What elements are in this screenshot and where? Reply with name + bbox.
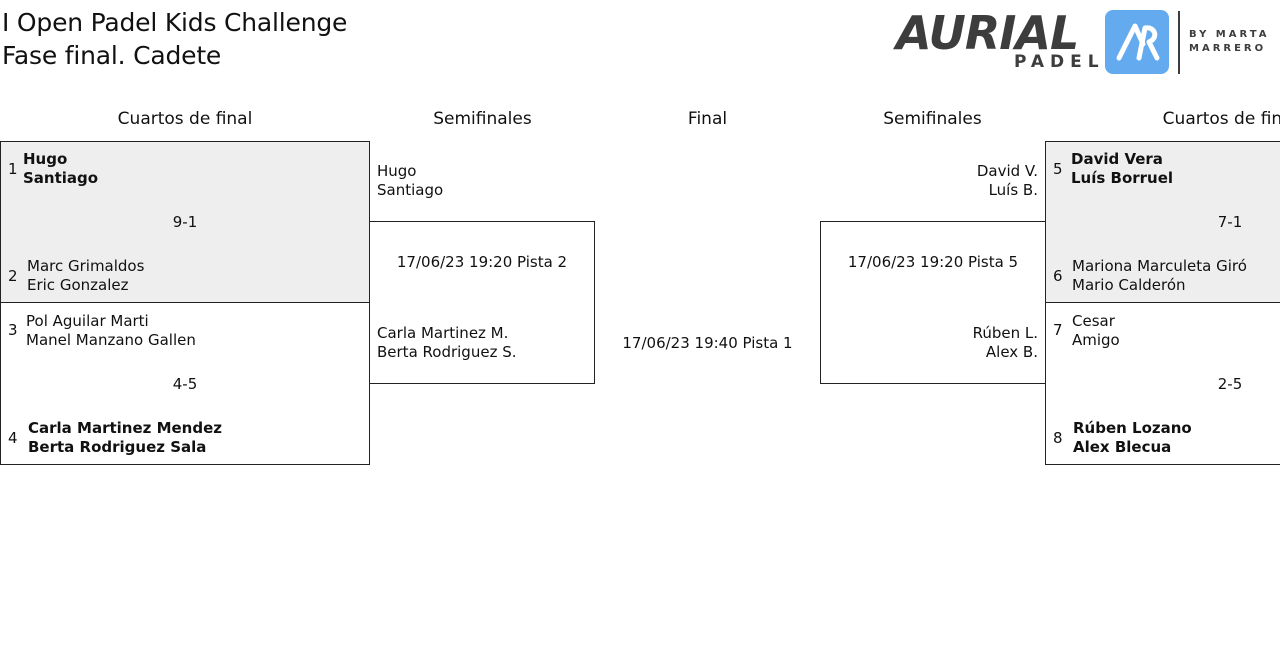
final-schedule: 17/06/23 19:40 Pista 1 bbox=[622, 334, 793, 352]
player-name: David Vera bbox=[1071, 150, 1163, 168]
logo-byline: BY MARTA MARRERO bbox=[1189, 28, 1270, 56]
player-name: Cesar bbox=[1072, 312, 1115, 330]
round-label-left-sf: Semifinales bbox=[433, 109, 532, 129]
logo-byline-2: MARRERO bbox=[1189, 43, 1267, 54]
seed-number: 5 bbox=[1053, 160, 1063, 178]
player-name: Carla Martinez Mendez bbox=[28, 419, 222, 437]
player-name: Carla Martinez M. bbox=[377, 324, 509, 342]
player-name: Berta Rodriguez S. bbox=[377, 343, 517, 361]
player-name: Hugo bbox=[377, 162, 417, 180]
player-name: Rúben Lozano bbox=[1073, 419, 1192, 437]
player-name: Marc Grimaldos bbox=[27, 257, 145, 275]
match-right-sf[interactable]: 17/06/23 19:20 Pista 5 Rúben L. Alex B. bbox=[820, 221, 1046, 384]
seed-number: 3 bbox=[8, 321, 18, 339]
player-name: Eric Gonzalez bbox=[27, 276, 129, 294]
player-name: Santiago bbox=[377, 181, 444, 199]
match-left-qf-1[interactable]: 1 Hugo Santiago 9-1 2 Marc Grimaldos Eri… bbox=[0, 141, 370, 303]
logo-wordmark: AURIAL bbox=[896, 6, 1079, 60]
player-name: Amigo bbox=[1072, 331, 1120, 349]
player-name: Santiago bbox=[23, 169, 99, 187]
match-right-qf-2[interactable]: 7 Cesar Amigo 2-5 8 Rúben Lozano Alex Bl… bbox=[1045, 302, 1280, 465]
match-right-qf-1[interactable]: 5 David Vera Luís Borruel 7-1 6 Mariona … bbox=[1045, 141, 1280, 303]
match-schedule: 17/06/23 19:20 Pista 2 bbox=[396, 253, 568, 271]
round-label-right-sf: Semifinales bbox=[883, 109, 982, 129]
seed-number: 1 bbox=[8, 160, 18, 178]
match-left-qf-2[interactable]: 3 Pol Aguilar Marti Manel Manzano Gallen… bbox=[0, 302, 370, 465]
player-name: Mario Calderón bbox=[1072, 276, 1186, 294]
player-name: Luís Borruel bbox=[1071, 169, 1174, 187]
player-name: Alex B. bbox=[985, 343, 1038, 361]
tournament-title: I Open Padel Kids Challenge bbox=[2, 8, 348, 37]
seed-number: 7 bbox=[1053, 321, 1063, 339]
seed-number: 2 bbox=[8, 267, 18, 285]
player-name: Rúben L. bbox=[972, 324, 1038, 342]
match-score: 7-1 bbox=[1217, 213, 1243, 231]
player-name: Luís B. bbox=[988, 181, 1038, 199]
match-score: 2-5 bbox=[1217, 375, 1243, 393]
match-score: 4-5 bbox=[172, 375, 198, 393]
player-name: Alex Blecua bbox=[1073, 438, 1172, 456]
player-name: Berta Rodriguez Sala bbox=[28, 438, 207, 456]
player-name: Manel Manzano Gallen bbox=[26, 331, 196, 349]
logo-divider bbox=[1178, 11, 1180, 74]
logo-byline-1: BY MARTA bbox=[1189, 29, 1270, 40]
player-name: Pol Aguilar Marti bbox=[26, 312, 149, 330]
phase-title: Fase final. Cadete bbox=[2, 41, 222, 70]
seed-number: 8 bbox=[1053, 429, 1063, 447]
aurial-padel-logo: AURIAL PADEL BY MARTA MARRERO bbox=[896, 8, 1276, 78]
round-label-left-qf: Cuartos de final bbox=[117, 109, 253, 129]
match-score: 9-1 bbox=[172, 213, 198, 231]
player-name: Hugo bbox=[23, 150, 68, 168]
round-label-right-qf: Cuartos de final bbox=[1162, 109, 1280, 129]
player-name: Mariona Marculeta Giró bbox=[1072, 257, 1247, 275]
logo-padel-text: PADEL bbox=[1014, 52, 1105, 72]
match-schedule: 17/06/23 19:20 Pista 5 bbox=[847, 253, 1019, 271]
player-name: David V. bbox=[976, 162, 1038, 180]
logo-badge-icon bbox=[1105, 10, 1169, 74]
match-left-sf[interactable]: 17/06/23 19:20 Pista 2 Carla Martinez M.… bbox=[369, 221, 595, 384]
seed-number: 6 bbox=[1053, 267, 1063, 285]
round-label-final: Final bbox=[687, 109, 728, 129]
seed-number: 4 bbox=[8, 429, 18, 447]
